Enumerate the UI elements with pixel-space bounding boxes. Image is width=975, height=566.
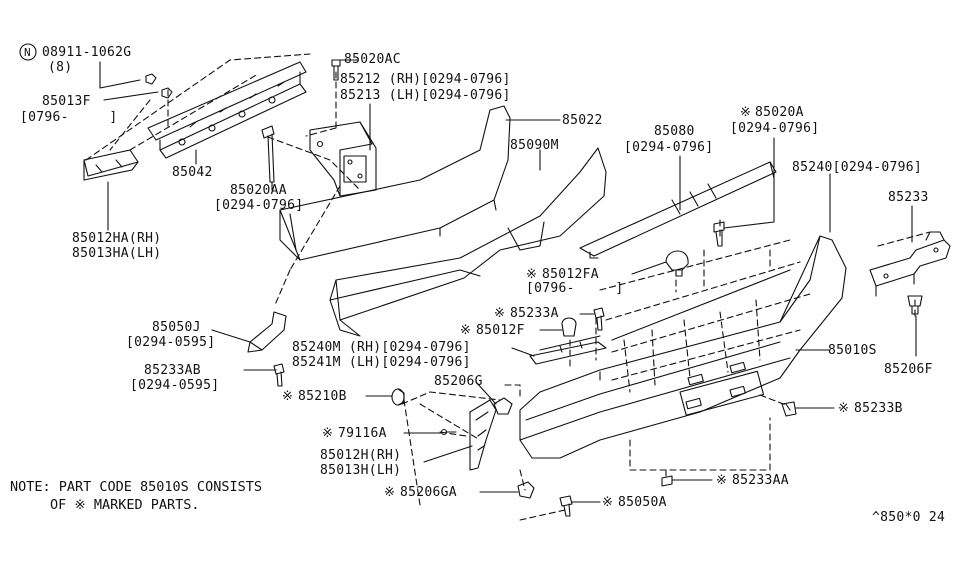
nut-85206G <box>493 397 513 415</box>
label-85020AC: 85020AC <box>344 52 401 67</box>
label-85050J: 85050J <box>152 320 201 335</box>
bracket-85012H <box>469 399 497 471</box>
label-85012F: 85012F <box>476 323 525 338</box>
label-85013F: 85013F <box>42 94 91 109</box>
marker-79116A: ※ <box>322 426 334 441</box>
label-85022: 85022 <box>562 113 603 128</box>
label-85012FA-date: [0796- ] <box>526 281 624 296</box>
bracket-85050J <box>247 311 287 353</box>
marker-85233A: ※ <box>494 306 506 321</box>
bolt-85233AB <box>273 363 285 387</box>
nut-85013F <box>145 73 173 99</box>
label-85012FA: 85012FA <box>542 267 599 282</box>
label-85090M: 85090M <box>510 138 559 153</box>
label-85206GA: 85206GA <box>400 485 457 500</box>
label-85233A: 85233A <box>510 306 559 321</box>
bracket-85233 <box>869 231 951 297</box>
leader-lines <box>99 59 917 503</box>
label-85013HA: 85013HA(LH) <box>72 246 162 261</box>
circle-n-icon <box>19 43 37 61</box>
label-85206G: 85206G <box>434 374 483 389</box>
grommet-85210B <box>391 388 405 406</box>
label-85020AA-date: [0294-0796] <box>214 198 304 213</box>
marker-85206GA: ※ <box>384 485 396 500</box>
bolt-85050A <box>559 495 573 517</box>
label-79116A: 79116A <box>338 426 387 441</box>
marker-85233B: ※ <box>838 401 850 416</box>
bolt-85233A <box>593 307 605 331</box>
label-qty-8: (8) <box>48 60 73 75</box>
label-85050A: 85050A <box>618 495 667 510</box>
label-08911: 08911-1062G <box>42 45 132 60</box>
label-85240: 85240[0294-0796] <box>792 160 923 175</box>
label-85010S: 85010S <box>828 343 877 358</box>
note-line-2: OF ※ MARKED PARTS. <box>50 497 200 513</box>
label-85212: 85212 (RH)[0294-0796] <box>340 72 511 87</box>
label-85233AB-date: [0294-0595] <box>130 378 220 393</box>
absorber-85090M <box>329 147 607 337</box>
grommet-85206F <box>907 295 923 315</box>
strip-85240M <box>529 335 607 365</box>
label-85233: 85233 <box>888 190 929 205</box>
figure-id: ^850*0 24 <box>872 510 946 525</box>
clip-85012F <box>561 317 577 337</box>
marker-85210B: ※ <box>282 389 294 404</box>
label-85233B: 85233B <box>854 401 903 416</box>
label-85241M: 85241M (LH)[0294-0796] <box>292 355 471 370</box>
reinforcement-85022 <box>279 105 511 261</box>
clip-85233B <box>781 401 797 417</box>
bracket-85042 <box>83 61 307 181</box>
marker-85050A: ※ <box>602 495 614 510</box>
marker-85020A: ※ <box>740 105 752 120</box>
bracket-85212 <box>309 59 377 197</box>
screw-85233AA <box>661 475 673 487</box>
label-85013H: 85013H(LH) <box>320 463 402 478</box>
label-85080: 85080 <box>654 124 695 139</box>
marker-85233AA: ※ <box>716 473 728 488</box>
label-85020AA: 85020AA <box>230 183 287 198</box>
label-85020A: 85020A <box>755 105 804 120</box>
fascia-85010S <box>519 235 847 459</box>
label-85012HA: 85012HA(RH) <box>72 231 162 246</box>
label-85050J-date: [0294-0595] <box>126 335 216 350</box>
marker-85012F: ※ <box>460 323 472 338</box>
label-85012H: 85012H(RH) <box>320 448 402 463</box>
label-85020A-date: [0294-0796] <box>730 121 820 136</box>
label-85042: 85042 <box>172 165 213 180</box>
clip-85012FA <box>665 250 689 277</box>
label-85240M: 85240M (RH)[0294-0796] <box>292 340 471 355</box>
circle-n-letter: N <box>24 46 31 59</box>
label-85233AB: 85233AB <box>144 363 201 378</box>
label-85013F-date: [0796- ] <box>20 110 118 125</box>
moulding-85080 <box>579 161 777 259</box>
label-85080-date: [0294-0796] <box>624 140 714 155</box>
marker-85012FA: ※ <box>526 267 538 282</box>
note-line-1: NOTE: PART CODE 85010S CONSISTS <box>10 479 262 495</box>
screw-79116A <box>440 428 457 436</box>
bolt-85020A <box>713 221 725 247</box>
label-85213: 85213 (LH)[0294-0796] <box>340 88 511 103</box>
nut-85206GA <box>517 481 535 499</box>
label-85206F: 85206F <box>884 362 933 377</box>
label-85210B: 85210B <box>298 389 347 404</box>
label-85233AA: 85233AA <box>732 473 789 488</box>
bolt-85020AA <box>261 125 275 183</box>
